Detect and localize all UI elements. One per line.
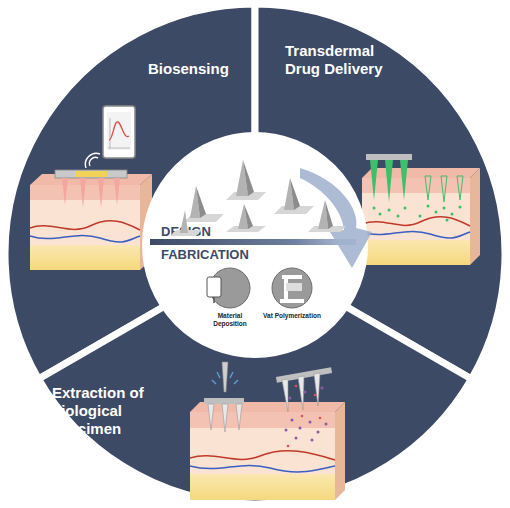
skin-block — [190, 362, 345, 500]
phone-icon — [85, 106, 135, 168]
panel-title: Extraction of biological specimen — [52, 384, 162, 438]
flow-arrow — [300, 168, 372, 268]
panel-title: Transdermal Drug Delivery — [285, 42, 395, 78]
method-icon: Vat Polymerization — [267, 266, 317, 332]
center-circle: DESIGNFABRICATIONMaterial DepositionVat … — [141, 131, 369, 359]
method-icon-outline — [267, 266, 317, 332]
method-icon-fill — [210, 268, 250, 308]
device-icons — [207, 275, 304, 303]
method-label: Material Deposition — [201, 312, 259, 328]
skin-block — [30, 170, 152, 270]
divider-band — [150, 239, 356, 245]
method-label: Vat Polymerization — [263, 312, 321, 320]
skin-block — [362, 154, 480, 265]
section-heading: DESIGN — [161, 224, 281, 240]
method-icon: Material Deposition — [205, 266, 255, 332]
sector-panel-fill — [39, 254, 472, 504]
method-icon-fill — [272, 268, 312, 308]
center-circle-outline — [141, 131, 369, 359]
section-heading: FABRICATION — [161, 247, 301, 263]
center-circle-fill — [143, 133, 367, 357]
microneedle-pyramids — [170, 160, 346, 236]
panel-title: Biosensing — [148, 60, 258, 78]
